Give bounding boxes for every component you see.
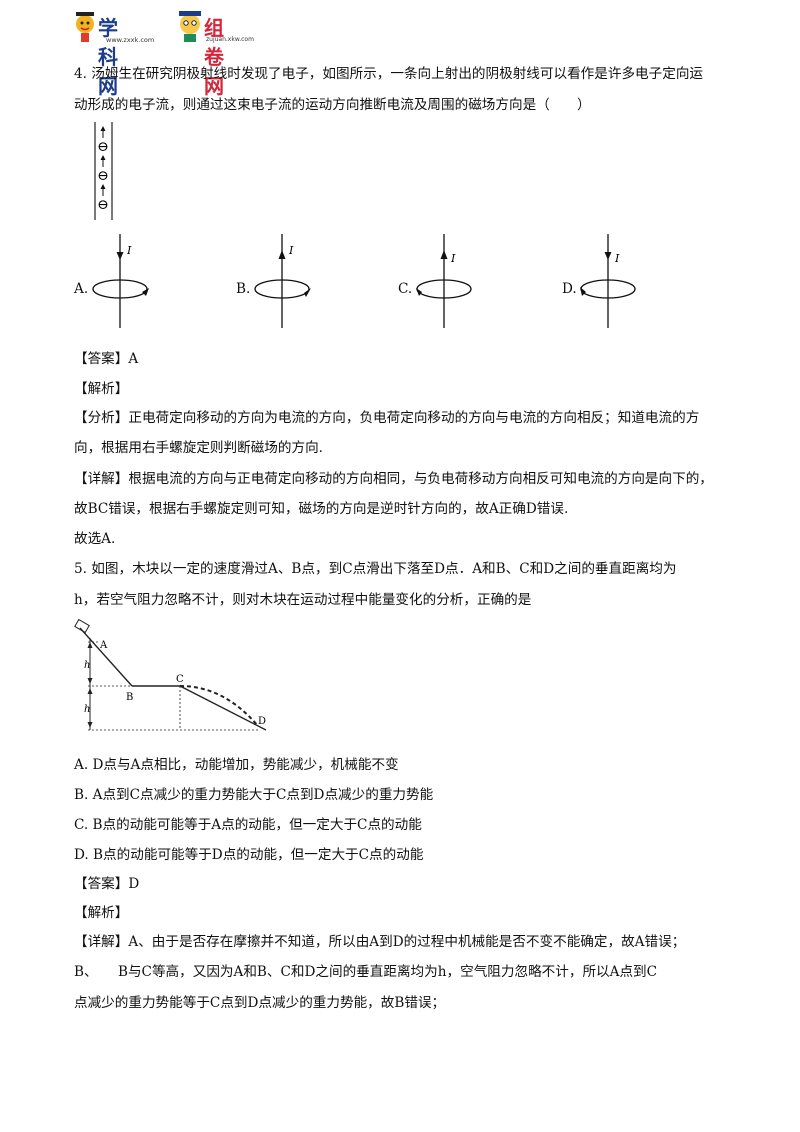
slope-cd: [179, 685, 267, 731]
current-label: I: [288, 244, 294, 257]
logo-zujuanwang-url: zujuan.xkw.com: [206, 36, 254, 43]
current-label: I: [450, 252, 456, 265]
field-arrow-icon: [580, 287, 586, 296]
current-arrow-up-icon: [440, 250, 448, 259]
q5-detail-line2: B、 B与C等高，又因为A和B、C和D之间的垂直距离均为h，空气阻力忽略不计，所…: [74, 964, 658, 980]
q5-option-a: A. D点与A点相比，动能增加，势能减少，机械能不变: [74, 757, 399, 773]
q4-stem-line2: 动形成的电子流，则通过这束电子流的运动方向推断电流及周围的磁场方向是（ ）: [74, 97, 591, 113]
option-a-label: A.: [74, 281, 89, 297]
logo-xuekewang-url: www.zxxk.com: [106, 36, 155, 44]
option-c-label: C.: [398, 281, 413, 297]
electron-symbol: ⊖: [97, 197, 109, 213]
option-d-label: D.: [562, 281, 577, 297]
field-arrow-icon: [416, 288, 422, 296]
label-a: A: [99, 640, 108, 651]
q5-detail-line3: 点减少的重力势能等于C点到D点减少的重力势能，故B错误；: [74, 995, 446, 1011]
label-h2: h: [84, 704, 90, 715]
label-c: C: [176, 674, 184, 685]
option-a-figure: I: [92, 234, 149, 328]
q4-detail-line3: 故选A.: [74, 531, 116, 547]
current-arrow-down-icon: [116, 252, 124, 260]
q5-stem-line2: h，若空气阻力忽略不计，则对木块在运动过程中能量变化的分析，正确的是: [74, 592, 532, 608]
q5-option-b: B. A点到C点减少的重力势能大于C点到D点减少的重力势能: [74, 787, 434, 803]
q5-stem-line1: 5. 如图，木块以一定的速度滑过A、B点，到C点滑出下落至D点．A和B、C和D之…: [74, 561, 677, 577]
mascot2-icon: [179, 11, 201, 42]
current-label: I: [126, 244, 132, 257]
label-d: D: [258, 716, 266, 727]
q4-detail-line2: 故BC错误，根据右手螺旋定则可知，磁场的方向是逆时针方向的，故A正确D错误.: [74, 501, 569, 517]
electron-2: ⊖: [97, 155, 109, 184]
current-arrow-up-icon: [278, 250, 286, 259]
q5-analysis-title: 【解析】: [74, 905, 129, 921]
option-d-figure: I: [580, 234, 636, 328]
option-c-figure: I: [416, 234, 472, 328]
mascot-icon: [76, 12, 94, 42]
electron-symbol: ⊖: [97, 168, 109, 184]
q4-fenxi-line1: 【分析】正电荷定向移动的方向为电流的方向，负电荷定向移动的方向与电流的方向相反；…: [74, 410, 700, 426]
q4-analysis-title: 【解析】: [74, 381, 129, 397]
q5-detail-line1: 【详解】A、由于是否存在摩擦并不知道，所以由A到D的过程中机械能是否不变不能确定…: [74, 934, 686, 950]
q4-answer: 【答案】A: [74, 351, 139, 367]
electron-1: ⊖: [97, 126, 109, 155]
q4-fenxi-line2: 向，根据用右手螺旋定则判断磁场的方向.: [74, 440, 324, 456]
field-arrow-icon: [142, 288, 149, 296]
current-label: I: [614, 252, 620, 265]
electron-beam-figure: ⊖ ⊖ ⊖: [94, 122, 113, 220]
q5-option-c: C. B点的动能可能等于A点的动能，但一定大于C点的动能: [74, 817, 422, 833]
q4-stem-line1: 4. 汤姆生在研究阴极射线时发现了电子，如图所示，一条向上射出的阴极射线可以看作…: [74, 66, 704, 82]
projectile-path: [179, 685, 259, 727]
label-h1: h: [84, 660, 90, 671]
logo-zujuanwang: 组卷网: [204, 16, 225, 98]
label-b: B: [126, 692, 133, 703]
electron-3: ⊖: [97, 184, 109, 213]
current-arrow-down-icon: [604, 252, 612, 260]
wooden-block: [74, 618, 90, 634]
option-b-figure: I: [254, 234, 311, 328]
slope-ab: [79, 627, 133, 687]
field-arrow-icon: [304, 288, 311, 297]
logo-xuekewang: 学科网: [98, 16, 119, 98]
option-b-label: B.: [236, 281, 251, 297]
sliding-block-figure: h h A B C D: [74, 618, 267, 731]
q4-detail-line1: 【详解】根据电流的方向与正电荷定向移动的方向相同，与负电荷移动方向相反可知电流的…: [74, 471, 713, 487]
q5-answer: 【答案】D: [74, 876, 140, 892]
electron-symbol: ⊖: [97, 139, 109, 155]
q5-option-d: D. B点的动能可能等于D点的动能，但一定大于C点的动能: [74, 847, 424, 863]
